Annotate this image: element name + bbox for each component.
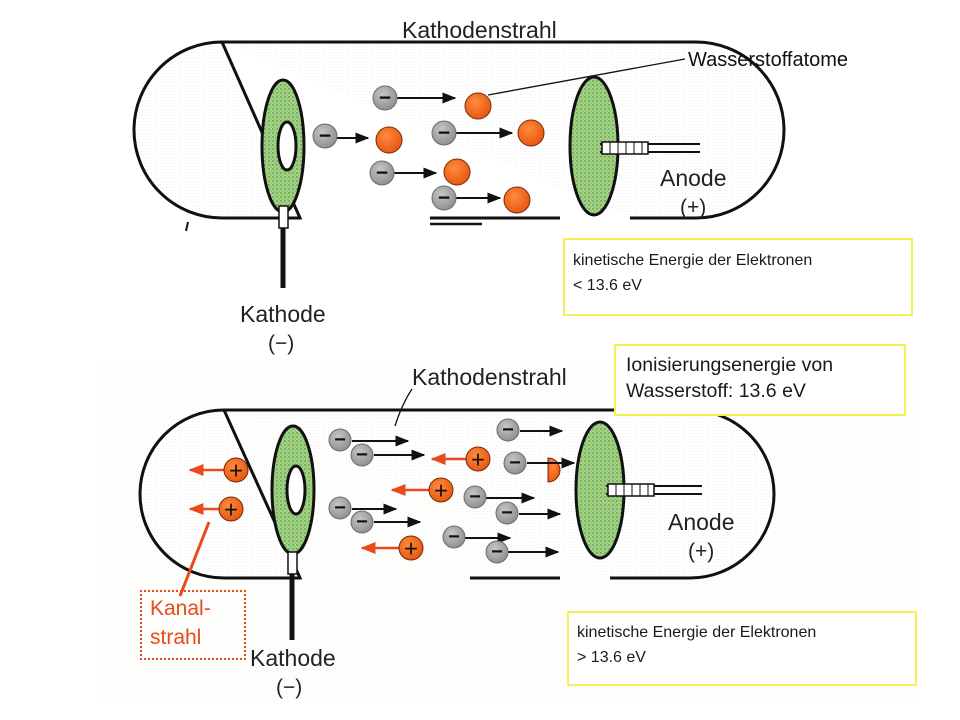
svg-text:−: −	[448, 526, 460, 548]
svg-text:−: −	[319, 125, 331, 148]
electron: −	[312, 123, 338, 149]
top-anode-sign: (+)	[680, 196, 706, 219]
top-atoms-pointer	[487, 58, 686, 96]
top-electron-arrows	[337, 92, 514, 204]
note-line: kinetische Energie der Elektronen	[577, 624, 817, 641]
svg-text:−: −	[469, 486, 481, 508]
bottom-anode-sign: (+)	[688, 540, 714, 563]
svg-text:−: −	[491, 541, 503, 563]
top-tube-tick	[185, 221, 189, 232]
bottom-cathode-disc	[270, 424, 316, 556]
electron: −	[496, 418, 520, 442]
svg-text:−: −	[438, 122, 450, 145]
electron: −	[485, 540, 509, 564]
top-beam-label: Kathodenstrahl	[402, 17, 557, 43]
electron: −	[503, 451, 527, 475]
svg-text:−: −	[376, 162, 388, 185]
bottom-electron-arrows	[352, 425, 576, 558]
canal-ray-label-line: strahl	[150, 626, 202, 649]
note-line: > 13.6 eV	[577, 649, 646, 666]
bottom-beam-pointer	[394, 388, 413, 427]
electron: −	[350, 443, 374, 467]
electron: −	[431, 120, 457, 146]
electron: −	[442, 525, 466, 549]
electron: −	[350, 510, 374, 534]
svg-text:−: −	[356, 444, 368, 466]
bottom-electrons: − − − − − − −	[328, 418, 527, 564]
bottom-cathode-sign: (−)	[276, 676, 302, 699]
ionization-energy-note: Ionisierungsenergie von Wasserstoff: 13.…	[614, 344, 906, 416]
note-line: Ionisierungsenergie von	[626, 354, 834, 376]
electron: −	[431, 185, 457, 211]
svg-text:−: −	[356, 511, 368, 533]
top-cathode-disc	[260, 78, 306, 214]
positive-ion: +	[218, 496, 244, 524]
top-atoms-label: Wasserstoffatome	[688, 49, 848, 71]
svg-text:−: −	[379, 87, 391, 110]
svg-text:−: −	[509, 452, 521, 474]
top-energy-note: kinetische Energie der Elektronen < 13.6…	[563, 238, 913, 316]
svg-text:−: −	[501, 502, 513, 524]
top-anode-connector	[600, 141, 700, 155]
svg-text:−: −	[334, 497, 346, 519]
electron: −	[328, 428, 352, 452]
svg-text:−: −	[334, 429, 346, 451]
hydrogen-atom	[375, 126, 403, 154]
positive-ion: +	[398, 535, 424, 563]
bottom-cathode-lead	[287, 551, 298, 640]
electron: −	[495, 501, 519, 525]
svg-text:+: +	[224, 497, 238, 524]
canal-ray-label: Kanal- strahl	[140, 590, 246, 660]
svg-text:−: −	[438, 187, 450, 210]
top-electrons: − − − − −	[312, 85, 457, 211]
bottom-cathode-label: Kathode	[250, 645, 336, 671]
electron: −	[463, 485, 487, 509]
svg-text:−: −	[502, 419, 514, 441]
svg-text:+: +	[229, 458, 243, 485]
top-cathode-sign: (−)	[268, 332, 294, 355]
hydrogen-atom	[464, 92, 492, 120]
top-cathode-lead	[278, 205, 289, 288]
bottom-anode-connector	[606, 483, 702, 497]
bottom-ion-arrows	[188, 453, 466, 554]
note-line: < 13.6 eV	[573, 277, 642, 294]
top-cathode-label: Kathode	[240, 301, 326, 327]
svg-text:+: +	[404, 536, 418, 563]
note-line: kinetische Energie der Elektronen	[573, 252, 813, 269]
top-discharge-tube	[132, 40, 786, 220]
bottom-anode-label: Anode	[668, 509, 735, 535]
bottom-energy-note: kinetische Energie der Elektronen > 13.6…	[567, 611, 917, 686]
canal-ray-pointer	[178, 521, 211, 597]
bottom-beam-label: Kathodenstrahl	[412, 364, 567, 390]
canal-ray-label-line: Kanal-	[150, 597, 211, 620]
electron: −	[372, 85, 398, 111]
electron: −	[369, 160, 395, 186]
bottom-positive-ions: + + + + +	[218, 446, 491, 563]
hydrogen-atom	[503, 186, 531, 214]
hydrogen-atom	[443, 158, 471, 186]
top-hydrogen-atoms	[375, 92, 545, 214]
positive-ion: +	[223, 457, 249, 485]
note-line: Wasserstoff: 13.6 eV	[626, 380, 806, 402]
top-panel: − − − − − Kathodenstrahl Wasserstoffatom…	[132, 17, 848, 355]
hydrogen-atom	[517, 119, 545, 147]
top-anode-label: Anode	[660, 165, 727, 191]
positive-ion: +	[428, 477, 454, 505]
electron: −	[328, 496, 352, 520]
positive-ion: +	[465, 446, 491, 474]
svg-text:+: +	[471, 447, 485, 474]
svg-text:+: +	[434, 478, 448, 505]
